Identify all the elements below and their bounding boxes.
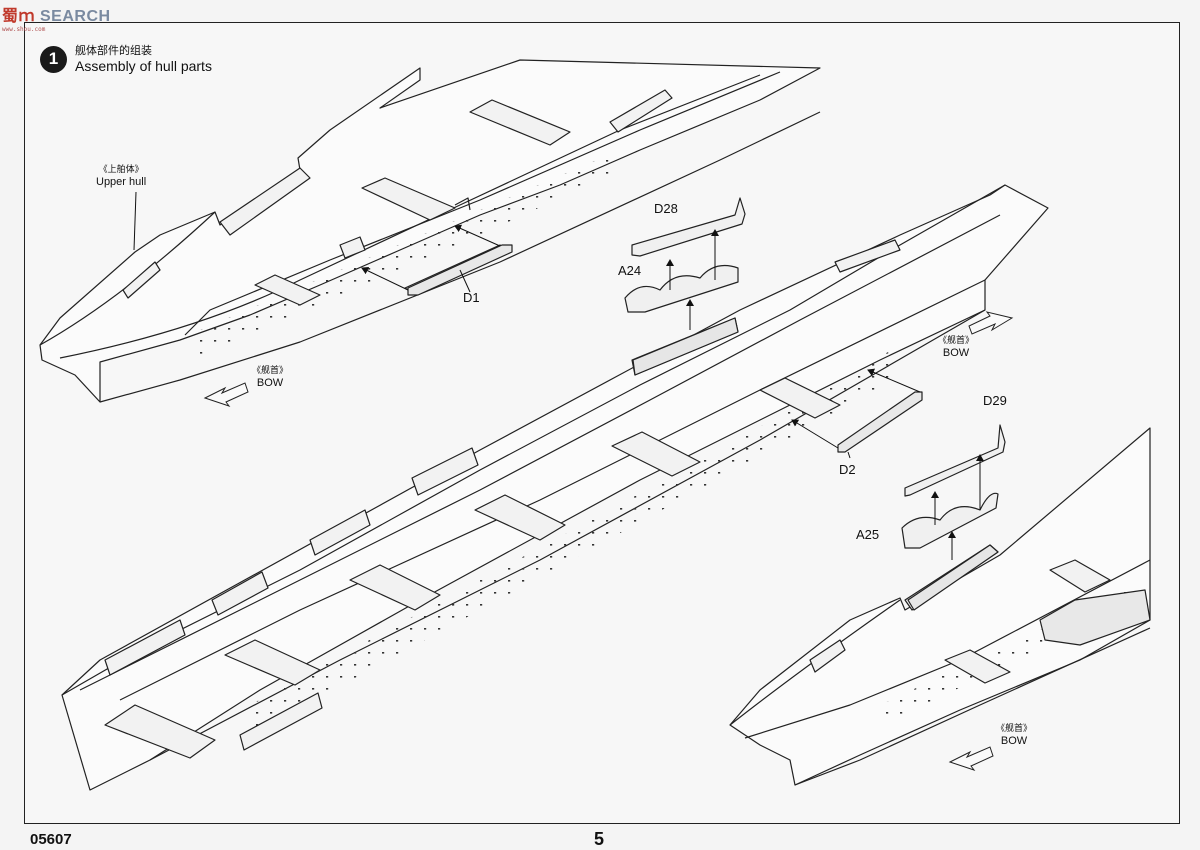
step-title-cn: 舰体部件的组装: [75, 44, 152, 57]
part-a25: [901, 492, 999, 549]
page-number: 5: [594, 829, 605, 849]
step-number-badge: 1: [40, 45, 67, 73]
label-bow-2-cn: 《舰首》: [938, 336, 975, 346]
label-bow-3-cn: 《舰首》: [996, 724, 1033, 734]
label-bow-2-en: BOW: [942, 346, 970, 359]
watermark-sep: ｍ: [18, 6, 36, 25]
step-header: 1 舰体部件的组装 Assembly of hull parts: [40, 44, 212, 74]
label-a24: A24: [618, 263, 642, 278]
step-title-en: Assembly of hull parts: [75, 57, 212, 74]
label-bow-1: 《舰首》 BOW: [252, 366, 289, 389]
watermark-en: SEARCH: [39, 8, 111, 25]
label-upper-hull: 《上舶体》 Upper hull: [96, 165, 147, 188]
kit-code: 05607: [30, 831, 72, 848]
part-d28: [631, 197, 746, 257]
label-bow-1-en: BOW: [256, 376, 284, 389]
watermark-cn: 蜀: [2, 6, 19, 25]
label-bow-2: 《舰首》 BOW: [938, 336, 975, 359]
label-a25: A25: [856, 527, 880, 542]
label-d1: D1: [463, 290, 480, 305]
label-upper-hull-cn: 《上舶体》: [98, 165, 144, 175]
watermark-sub: www.shou.com: [2, 26, 46, 33]
label-d29: D29: [983, 393, 1007, 408]
bow-arrow-left-lower: [948, 746, 994, 771]
watermark-logo: 蜀ｍ SEARCH: [2, 2, 111, 26]
bow-arrow-left: [203, 382, 249, 407]
bow-arrow-right: [968, 311, 1014, 335]
label-bow-3-en: BOW: [1000, 734, 1028, 747]
label-d2: D2: [839, 462, 856, 477]
label-bow-3: 《舰首》 BOW: [996, 724, 1033, 747]
part-d29: [904, 424, 1006, 497]
part-d2: [837, 391, 923, 453]
label-upper-hull-en: Upper hull: [96, 175, 147, 188]
label-d28: D28: [654, 201, 678, 216]
main-hull-drawing: [61, 184, 1049, 791]
label-bow-1-cn: 《舰首》: [252, 366, 289, 376]
part-a24: [624, 265, 739, 313]
